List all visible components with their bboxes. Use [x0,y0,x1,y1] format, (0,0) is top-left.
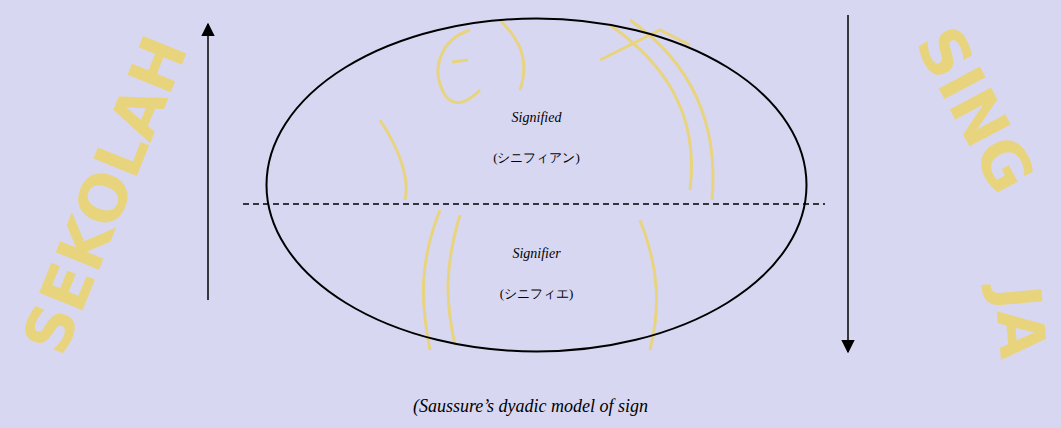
figure-eye [452,60,468,62]
figure-body [448,215,460,345]
figure-head [438,30,480,103]
figure-body [640,220,657,350]
figure-body [423,210,440,350]
figure-hand [600,30,690,60]
watermark-wrap: SING [905,17,1044,202]
japanese-term: (シニフィエ) [265,286,808,302]
figure-arm [630,20,713,200]
caption-wrap: (Saussure’s dyadic model of sign [0,395,1061,417]
ellipse-outline [265,17,808,353]
down-arrow [847,15,849,352]
sign-term: Signifier [265,246,808,262]
sign-ellipse: Signified (シニフィアン) Signifier (シニフィエ) [265,17,808,353]
figure-shoulder [380,120,406,200]
watermark-wrap: JA [985,283,1055,362]
sign-term: Signified [265,110,808,126]
caption: (Saussure’s dyadic model of sign [413,395,648,417]
divider-line [243,203,825,205]
up-arrow [207,24,209,300]
watermark-text: SEKOLAH [13,28,198,362]
figure-hair [500,20,524,90]
watermark-text: JA [985,283,1055,362]
watermark-wrap: SEKOLAH [13,28,198,362]
ellipse-shape [267,19,807,352]
watermark-text: SING [905,17,1044,202]
japanese-term: (シニフィアン) [265,150,808,166]
